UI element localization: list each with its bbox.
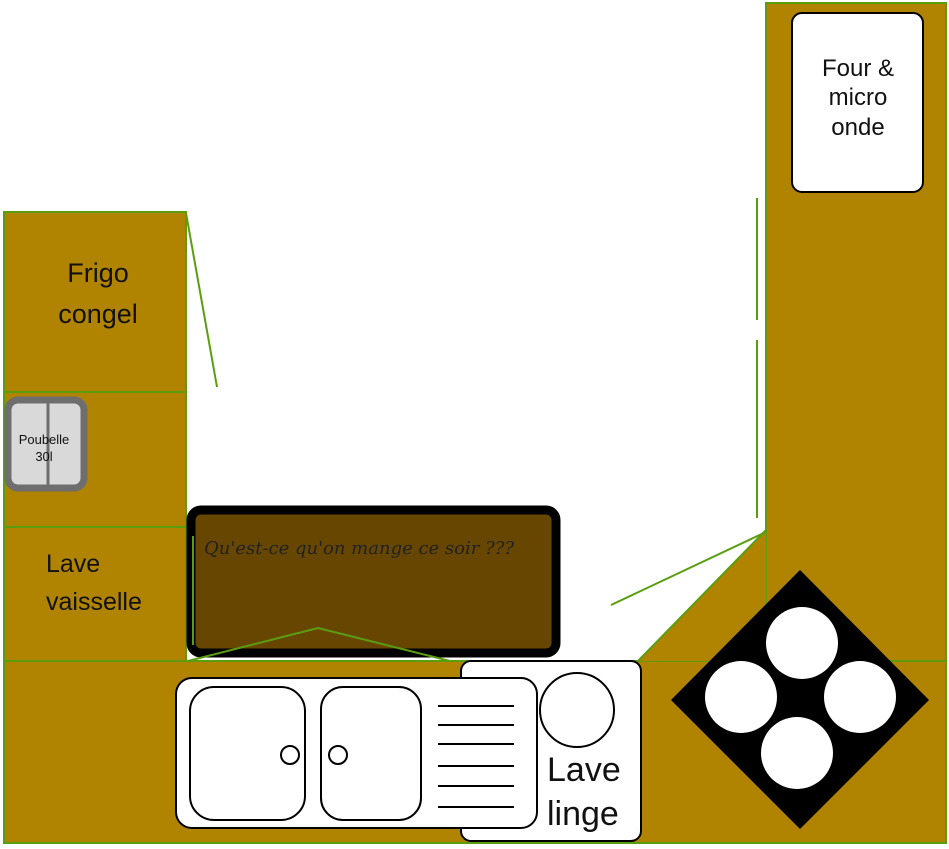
burner-left [705,661,777,733]
kitchen-island [186,505,561,658]
bin-label: Poubelle 30l [6,432,82,466]
fridge-door-line [185,212,218,388]
corner-door-line [610,531,767,606]
bin-label-line1: Poubelle [18,432,70,447]
washing-machine-drum [539,672,615,748]
washing-machine-label-line2: linge [547,795,619,834]
dishwasher-label-line1: Lave [46,550,101,578]
oven-label-line2: micro [828,84,888,112]
double-sink-icon [175,677,538,829]
washing-machine-label: Lave linge [547,748,621,836]
dishwasher-label-line2: vaisselle [46,587,142,616]
burner-bottom [761,717,833,789]
fridge-label-line2: congel [58,298,138,329]
hob-icon [671,570,929,829]
burner-right [824,661,896,733]
fridge-label-line1: Frigo [67,258,129,288]
washing-machine-label-line1: Lave [547,751,621,789]
oven-microwave [791,12,924,193]
burner-top [766,607,838,679]
dishwasher-label: Lave vaisselle [46,546,142,621]
fridge-label: Frigo congel [8,253,188,334]
oven-label-line3: onde [831,113,885,141]
island-fold-line [187,626,451,662]
bin-label-line2: 30l [35,448,53,464]
island-message: Qu'est-ce qu'on mange ce soir ??? [204,538,515,559]
oven-label: Four & micro onde [792,54,924,142]
bin-icon [4,396,88,492]
corner-edge [637,529,767,662]
oven-label-line1: Four & [821,55,895,82]
